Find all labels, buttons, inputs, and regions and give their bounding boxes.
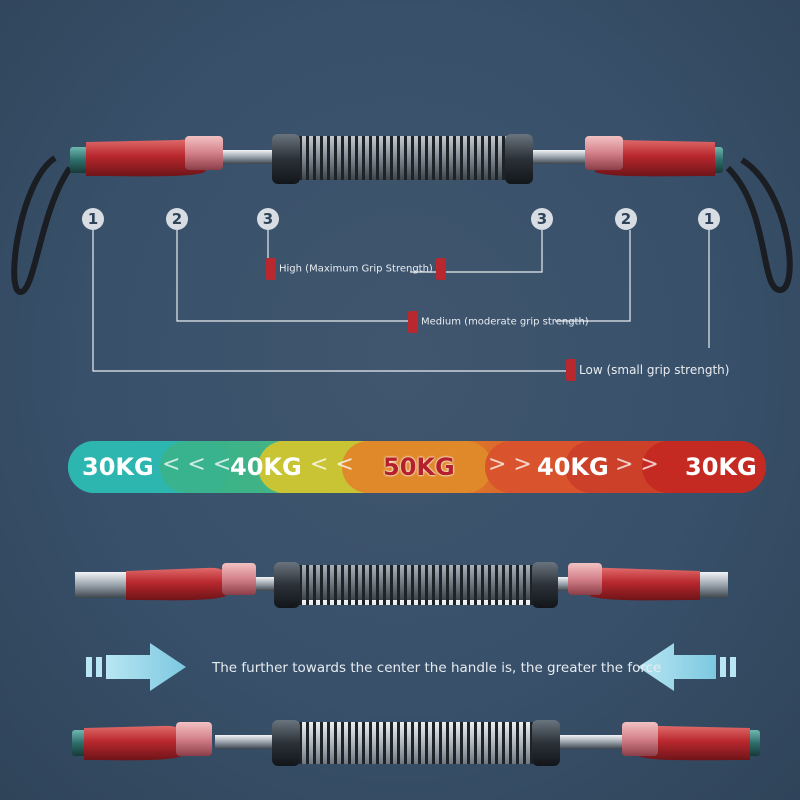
kg-50-center-label: 50KG — [383, 453, 455, 481]
medium-strength-tag: Medium (moderate grip strength) — [408, 311, 589, 333]
position-3-left-badge: 3 — [257, 208, 279, 230]
chevrons-right-a: > > — [488, 452, 532, 477]
position-1-left-badge: 1 — [82, 208, 104, 230]
force-arrows — [86, 643, 736, 691]
low-chip — [566, 359, 576, 381]
force-caption: The further towards the center the handl… — [212, 660, 662, 676]
high-strength-label: High (Maximum Grip Strength) — [279, 263, 433, 275]
leader-lines — [92, 230, 710, 372]
low-strength-label: Low (small grip strength) — [579, 363, 730, 377]
medium-strength-label: Medium (moderate grip strength) — [421, 316, 589, 328]
middle-bar — [75, 562, 728, 608]
bottom-bar — [72, 720, 760, 766]
kg-40-left-label: 40KG — [230, 453, 302, 481]
position-3-right-badge: 3 — [531, 208, 553, 230]
high-chip-right — [435, 258, 446, 280]
chevrons-left-b: < < — [310, 452, 354, 477]
position-2-right-badge: 2 — [615, 208, 637, 230]
high-strength-tag: High (Maximum Grip Strength) — [266, 258, 449, 280]
kg-30-left-label: 30KG — [82, 453, 154, 481]
kg-30-right-label: 30KG — [685, 453, 757, 481]
top-bar — [11, 134, 793, 295]
high-chip — [266, 258, 276, 280]
position-2-left-badge: 2 — [166, 208, 188, 230]
chevrons-left-a: < < < — [162, 452, 232, 477]
low-strength-tag: Low (small grip strength) — [566, 359, 729, 381]
kg-40-right-label: 40KG — [537, 453, 609, 481]
chevrons-right-b: > > — [615, 452, 659, 477]
kg-scale-bar — [68, 441, 766, 493]
position-1-right-badge: 1 — [698, 208, 720, 230]
medium-chip — [408, 311, 418, 333]
